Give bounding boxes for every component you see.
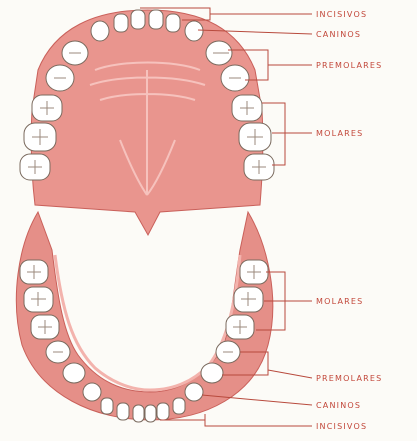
label-upper-molars: MOLARES — [316, 129, 363, 138]
lower-canine-tooth — [185, 383, 203, 401]
lower-incisor-tooth — [133, 405, 144, 422]
label-lower-canines: CANINOS — [316, 401, 361, 410]
lower-premolar-tooth — [63, 363, 85, 383]
lower-incisor-tooth — [173, 398, 185, 414]
upper-arch — [20, 10, 274, 235]
lower-canine-tooth — [83, 383, 101, 401]
upper-incisor-tooth — [166, 14, 180, 32]
labels: INCISIVOS CANINOS PREMOLARES MOLARES MOL… — [316, 10, 382, 431]
upper-incisor-tooth — [114, 14, 128, 32]
label-upper-canines: CANINOS — [316, 30, 361, 39]
upper-canine-tooth — [185, 21, 203, 41]
lower-incisor-tooth — [101, 398, 113, 414]
lower-incisor-tooth — [117, 403, 129, 420]
label-upper-incisors: INCISIVOS — [316, 10, 367, 19]
lower-incisor-tooth — [157, 403, 169, 420]
label-lower-premolars: PREMOLARES — [316, 374, 382, 383]
lower-premolar-tooth — [201, 363, 223, 383]
label-lower-incisors: INCISIVOS — [316, 422, 367, 431]
upper-incisor-tooth — [131, 10, 145, 29]
upper-incisor-tooth — [149, 10, 163, 29]
lower-incisor-tooth — [145, 405, 156, 422]
label-upper-premolars: PREMOLARES — [316, 61, 382, 70]
label-lower-molars: MOLARES — [316, 297, 363, 306]
lower-arch — [16, 212, 272, 422]
upper-canine-tooth — [91, 21, 109, 41]
